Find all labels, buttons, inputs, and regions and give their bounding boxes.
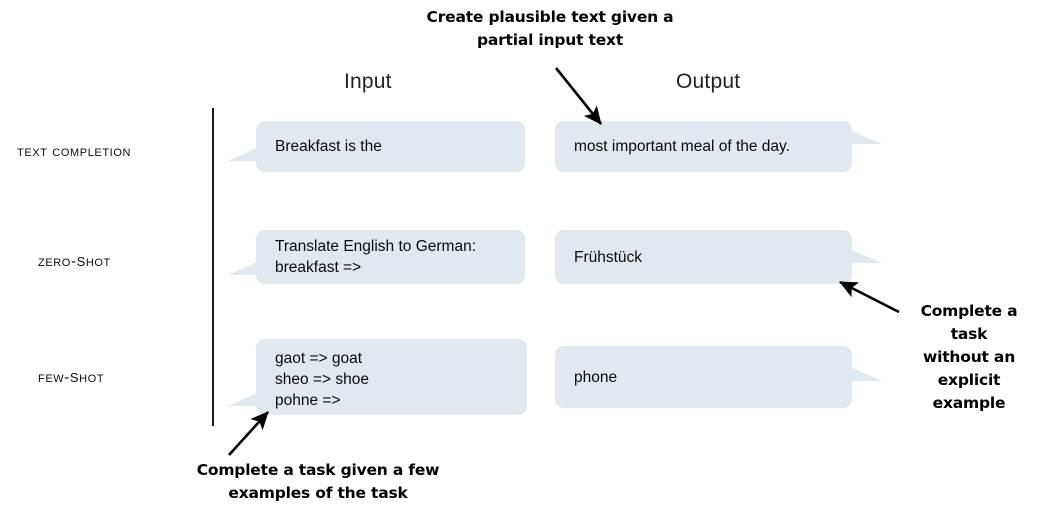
bubble-tail-output-text-completion — [852, 131, 882, 144]
bubble-line: phone — [574, 368, 618, 386]
row-label-zero-shot: ZERO-SHOT — [38, 250, 111, 272]
bubble-tail-input-text-completion — [228, 148, 257, 161]
input-bubble-zero-shot: Translate English to German: breakfast =… — [256, 230, 525, 284]
input-bubble-text-completion: Breakfast is the — [256, 121, 525, 172]
bubble-tail-input-few-shot — [228, 393, 257, 406]
bubble-line: Frühstück — [574, 248, 643, 266]
row-label-initial-2: S — [69, 366, 80, 387]
input-bubble-few-shot: gaot => goat sheo => shoe pohne => — [256, 339, 527, 415]
row-label-rest-2: HOT — [85, 253, 111, 270]
row-label-rest: EXT COMPLETION — [24, 143, 132, 160]
bubble-tail-output-zero-shot — [852, 250, 882, 263]
row-label-initial: F — [38, 369, 46, 386]
bubble-line: Translate English to German: — [275, 238, 477, 255]
annotation-zero-shot: Complete a task without an explicit exam… — [920, 302, 1018, 412]
row-label-rest: EW- — [45, 369, 70, 386]
output-bubble-zero-shot: Frühstück — [555, 230, 852, 284]
bubble-line: gaot => goat — [275, 349, 363, 367]
row-label-rest: ERO- — [45, 253, 77, 270]
row-label-few-shot: FEW-SHOT — [38, 366, 104, 388]
column-header-output: Output — [676, 70, 741, 93]
annotation-text-completion: Create plausible text given a partial in… — [426, 8, 674, 49]
vertical-divider — [212, 108, 214, 426]
row-label-initial-2: S — [76, 250, 86, 271]
bubble-line: most important meal of the day. — [574, 138, 790, 155]
bubble-line: pohne => — [275, 391, 341, 409]
bubble-line: Breakfast is the — [275, 138, 382, 155]
row-label-rest-2: HOT — [79, 369, 105, 386]
bubble-tail-input-zero-shot — [228, 262, 257, 275]
bubble-line: breakfast => — [275, 259, 362, 276]
row-label-text-completion: TEXT COMPLETION — [17, 140, 131, 162]
arrow-right — [839, 280, 900, 314]
row-label-initial: Z — [38, 253, 46, 270]
arrow-bottom — [228, 411, 269, 456]
arrow-top — [554, 67, 603, 125]
bubble-line: sheo => shoe — [275, 370, 369, 388]
annotation-few-shot: Complete a task given a few examples of … — [196, 461, 440, 502]
output-bubble-few-shot: phone — [555, 346, 852, 408]
output-bubble-text-completion: most important meal of the day. — [555, 121, 852, 172]
column-header-input: Input — [344, 70, 392, 93]
row-label-initial: T — [17, 143, 25, 160]
bubble-tail-output-few-shot — [852, 368, 882, 381]
